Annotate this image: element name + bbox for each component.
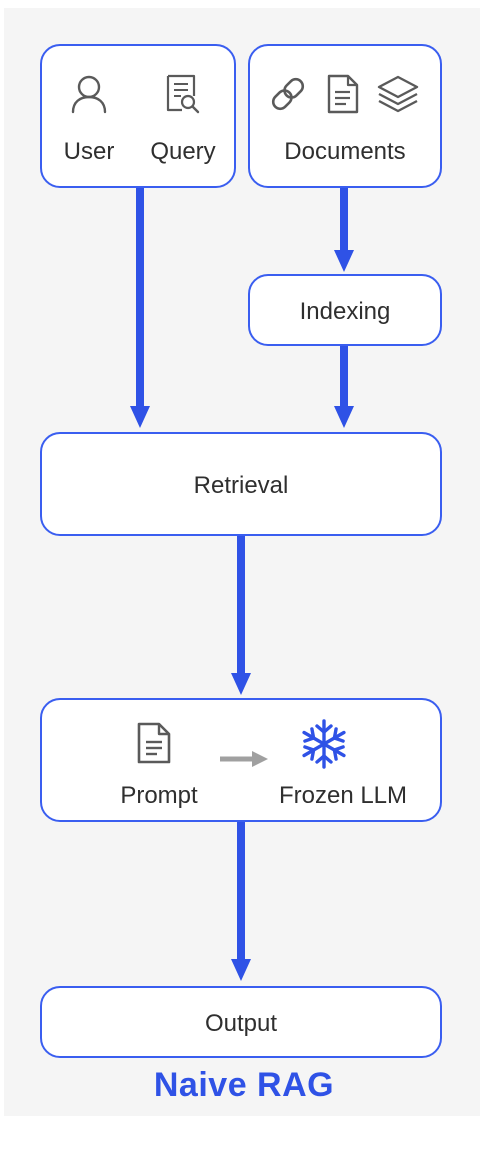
snowflake-icon — [302, 719, 346, 769]
layers-icon — [377, 75, 419, 113]
user-query-node: User Query — [40, 44, 236, 188]
arrow-retrieval-to-generation — [231, 536, 251, 695]
user-icon — [71, 75, 107, 114]
arrow-documents-to-indexing — [334, 187, 354, 272]
retrieval-node: Retrieval — [40, 432, 442, 536]
prompt-label: Prompt — [120, 782, 198, 809]
indexing-node: Indexing — [248, 274, 442, 346]
indexing-label: Indexing — [299, 298, 391, 325]
link-icon — [271, 77, 305, 111]
generation-node: Prompt Frozen LLM — [40, 698, 442, 822]
prompt-document-icon — [137, 722, 171, 764]
arrow-generation-to-output — [231, 822, 251, 981]
document-icon — [327, 74, 359, 114]
user-label: User — [63, 138, 115, 165]
retrieval-label: Retrieval — [193, 472, 289, 499]
query-document-search-icon — [166, 74, 200, 114]
documents-label: Documents — [284, 138, 406, 165]
output-label: Output — [204, 1010, 278, 1037]
arrow-indexing-to-retrieval — [334, 346, 354, 428]
output-node: Output — [40, 986, 442, 1058]
documents-node: Documents — [248, 44, 442, 188]
query-label: Query — [150, 138, 216, 165]
diagram-title: Naive RAG — [153, 1066, 335, 1104]
arrow-user-query-to-retrieval — [130, 187, 150, 428]
right-arrow-icon — [220, 751, 268, 767]
frozen-llm-label: Frozen LLM — [278, 782, 408, 809]
